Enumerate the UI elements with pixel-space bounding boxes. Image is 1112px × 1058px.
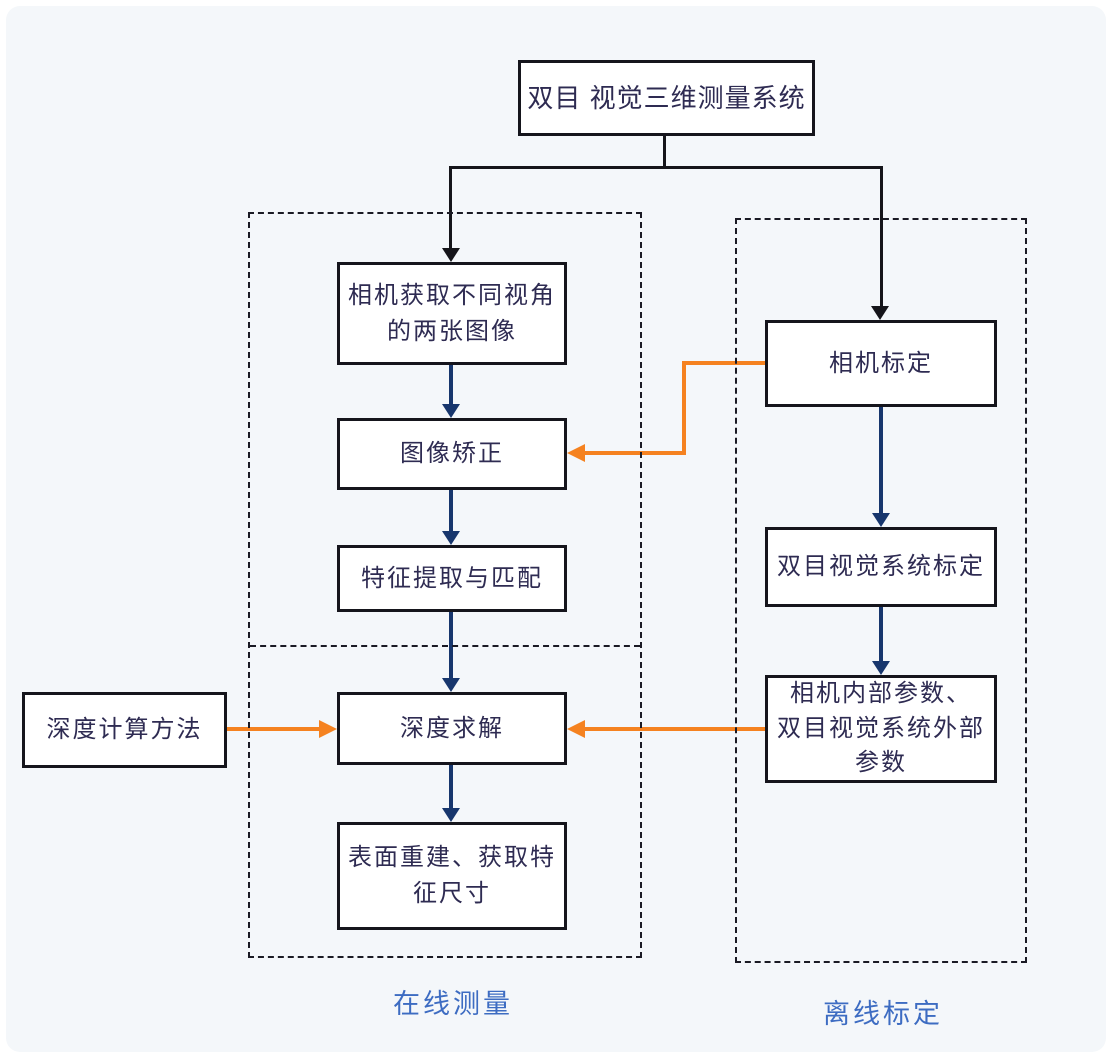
node-feature-extraction-matching: 特征提取与匹配: [337, 545, 567, 612]
arrow-camcal-to-stereocal: [879, 407, 883, 515]
arrow-camcal-to-rectify-seg1: [682, 361, 765, 365]
offline-calibration-caption: 离线标定: [823, 999, 943, 1029]
arrowhead-down-icon: [442, 248, 460, 262]
arrowhead-down-icon: [442, 808, 460, 822]
arrowhead-left-icon: [567, 720, 585, 738]
arrowhead-down-icon: [871, 306, 889, 320]
node-capture-images: 相机获取不同视角 的两张图像: [337, 262, 567, 365]
arrow-camcal-to-rectify-seg2: [682, 361, 686, 455]
arrowhead-down-icon: [442, 531, 460, 545]
arrow-camcal-to-rectify-seg3: [585, 451, 684, 455]
connector-root-to-offline: [880, 166, 883, 306]
online-measurement-group-frame: [248, 212, 642, 958]
offline-calibration-group-frame: [735, 218, 1027, 963]
arrowhead-down-icon: [442, 404, 460, 418]
arrow-depth-to-surface: [449, 765, 453, 810]
arrow-capture-to-rectify: [449, 365, 453, 406]
node-camera-parameters: 相机内部参数、 双目视觉系统外部 参数: [765, 675, 997, 783]
node-depth-calculation-method: 深度计算方法: [22, 692, 227, 768]
connector-root-to-online: [449, 166, 452, 252]
connector-root-branch: [449, 166, 883, 169]
online-group-divider: [250, 645, 640, 647]
arrow-stereocal-to-params: [879, 607, 883, 663]
arrowhead-down-icon: [872, 513, 890, 527]
arrowhead-down-icon: [872, 661, 890, 675]
online-measurement-caption: 在线测量: [393, 989, 513, 1019]
node-image-rectification: 图像矫正: [337, 418, 567, 490]
arrow-method-to-depth: [227, 727, 319, 731]
arrow-params-to-depth: [585, 727, 765, 731]
arrowhead-left-icon: [567, 444, 585, 462]
arrowhead-right-icon: [319, 720, 337, 738]
node-root-system: 双目 视觉三维测量系统: [518, 60, 815, 136]
node-camera-calibration: 相机标定: [765, 320, 997, 407]
connector-root-stem: [663, 135, 666, 168]
node-depth-solving: 深度求解: [337, 692, 567, 765]
arrow-rectify-to-feature: [449, 490, 453, 533]
node-stereo-system-calibration: 双目视觉系统标定: [765, 527, 997, 607]
arrowhead-down-icon: [442, 678, 460, 692]
node-surface-reconstruction: 表面重建、获取特 征尺寸: [337, 822, 567, 930]
